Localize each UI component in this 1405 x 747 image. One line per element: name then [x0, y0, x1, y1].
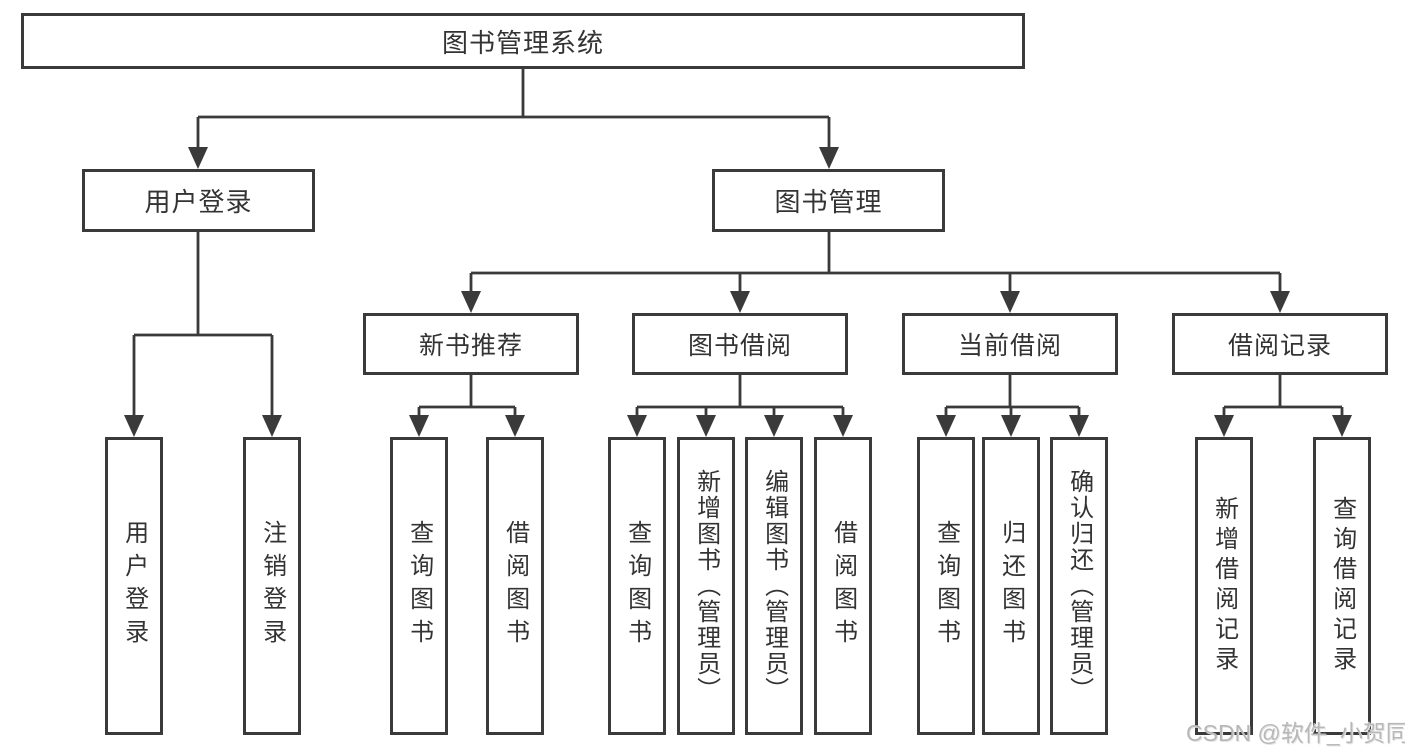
csdn-watermark: CSDN @软件_小贺同学: [1186, 720, 1405, 746]
leaf-label: 注销登录: [258, 520, 286, 652]
node-user-login: 用户登录: [82, 169, 315, 232]
node-new-book-recommend: 新书推荐: [363, 313, 579, 375]
leaf-label: 用户登录: [120, 520, 148, 652]
leaf-label: 归还图书: [997, 520, 1025, 652]
node-current-borrow: 当前借阅: [902, 313, 1118, 375]
leaf-query-borrow-record: 查询借阅记录: [1313, 437, 1371, 735]
node-label: 新书推荐: [418, 332, 523, 360]
leaf-label: 查询图书: [623, 520, 651, 652]
leaf-label: 查询图书: [405, 520, 433, 652]
leaf-query-books-3: 查询图书: [917, 437, 975, 735]
node-label: 用户登录: [144, 187, 253, 217]
leaf-label: 编辑图书（管理员）: [760, 469, 788, 703]
node-label: 图书借阅: [687, 332, 792, 360]
leaf-label: 新增图书（管理员）: [692, 469, 720, 703]
node-borrow-records: 借阅记录: [1172, 313, 1388, 375]
leaf-user-login: 用户登录: [105, 437, 163, 735]
node-label: 当前借阅: [957, 332, 1062, 360]
leaf-label: 查询图书: [932, 520, 960, 652]
leaf-query-books-1: 查询图书: [390, 437, 448, 735]
leaf-label: 查询借阅记录: [1328, 496, 1356, 676]
leaf-confirm-return-admin: 确认归还（管理员）: [1050, 437, 1108, 735]
arrowheads: [124, 147, 1352, 437]
leaf-logout: 注销登录: [243, 437, 301, 735]
node-label: 借阅记录: [1227, 332, 1332, 360]
leaf-label: 新增借阅记录: [1210, 496, 1238, 676]
leaf-edit-books-admin: 编辑图书（管理员）: [745, 437, 803, 735]
leaf-label: 借阅图书: [501, 520, 529, 652]
node-label: 图书管理: [774, 187, 883, 217]
leaf-return-books: 归还图书: [982, 437, 1040, 735]
leaf-query-books-2: 查询图书: [608, 437, 666, 735]
leaf-label: 确认归还（管理员）: [1065, 469, 1093, 703]
node-book-management: 图书管理: [712, 169, 945, 232]
leaf-borrow-books-2: 借阅图书: [814, 437, 872, 735]
node-book-borrow: 图书借阅: [632, 313, 848, 375]
leaf-add-books-admin: 新增图书（管理员）: [677, 437, 735, 735]
leaf-borrow-books-1: 借阅图书: [486, 437, 544, 735]
leaf-label: 借阅图书: [829, 520, 857, 652]
node-label: 图书管理系统: [441, 27, 604, 58]
node-root-library-system: 图书管理系统: [21, 13, 1025, 69]
leaf-add-borrow-record: 新增借阅记录: [1195, 437, 1253, 735]
